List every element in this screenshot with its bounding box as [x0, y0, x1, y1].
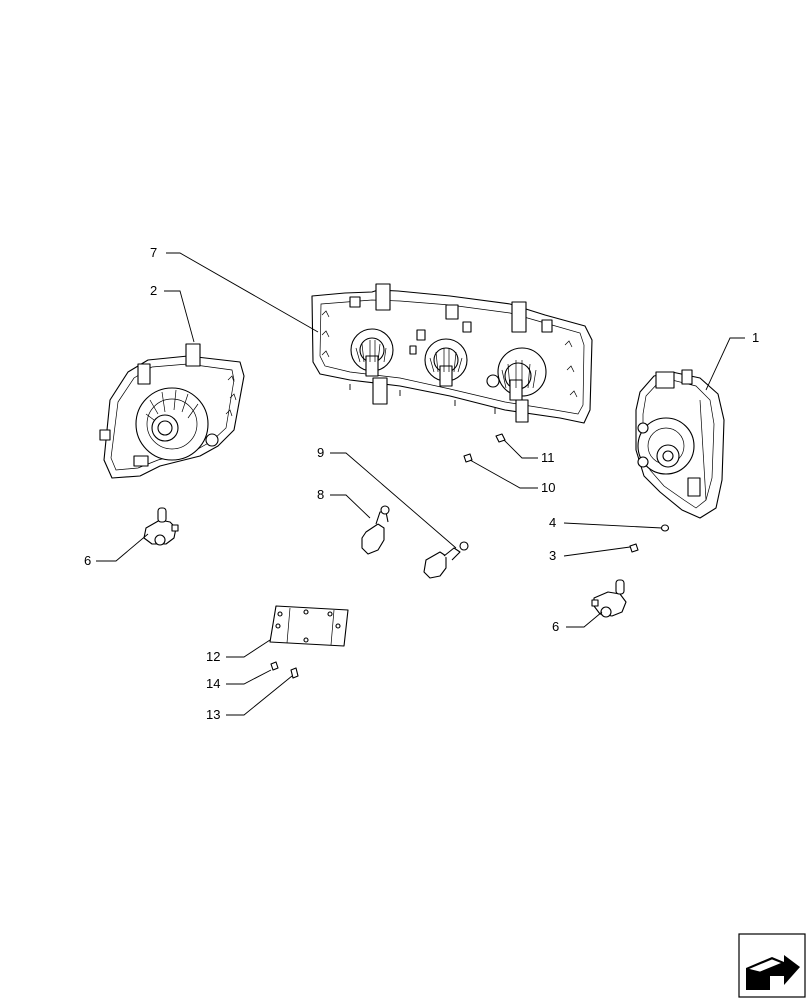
callout-6-left: 6: [84, 553, 91, 568]
part-9-bulb-socket: [423, 541, 469, 579]
part-4-washer: [660, 524, 670, 532]
leader-lines: [96, 252, 745, 716]
callout-4: 4: [549, 515, 556, 530]
part-6-bulb-holder-left: [143, 507, 179, 546]
callout-2: 2: [150, 283, 157, 298]
callout-1: 1: [752, 330, 759, 345]
callout-12: 12: [206, 649, 220, 664]
callout-11: 11: [541, 450, 555, 465]
callout-14: 14: [206, 676, 220, 691]
callout-6-right: 6: [552, 619, 559, 634]
part-1-right-headlamp: [635, 369, 725, 519]
callout-8: 8: [317, 487, 324, 502]
part-13-screw: [290, 667, 299, 679]
next-page-arrow-icon[interactable]: [738, 933, 806, 998]
part-3-screw: [629, 543, 639, 553]
part-11-washer: [495, 433, 506, 443]
part-14-screw: [270, 661, 279, 671]
part-2-left-headlamp: [99, 343, 245, 479]
callout-labels: 1 2 3 4 6 6 7 8 9 10 11 12 13 14: [84, 245, 759, 722]
callout-10: 10: [541, 480, 555, 495]
part-12-mounting-plate: [269, 605, 349, 647]
callout-3: 3: [549, 548, 556, 563]
part-7-light-panel: [311, 283, 593, 424]
callout-13: 13: [206, 707, 220, 722]
part-8-bulb-socket: [361, 505, 390, 555]
part-6-bulb-holder-right: [591, 579, 627, 618]
callout-7: 7: [150, 245, 157, 260]
callout-9: 9: [317, 445, 324, 460]
